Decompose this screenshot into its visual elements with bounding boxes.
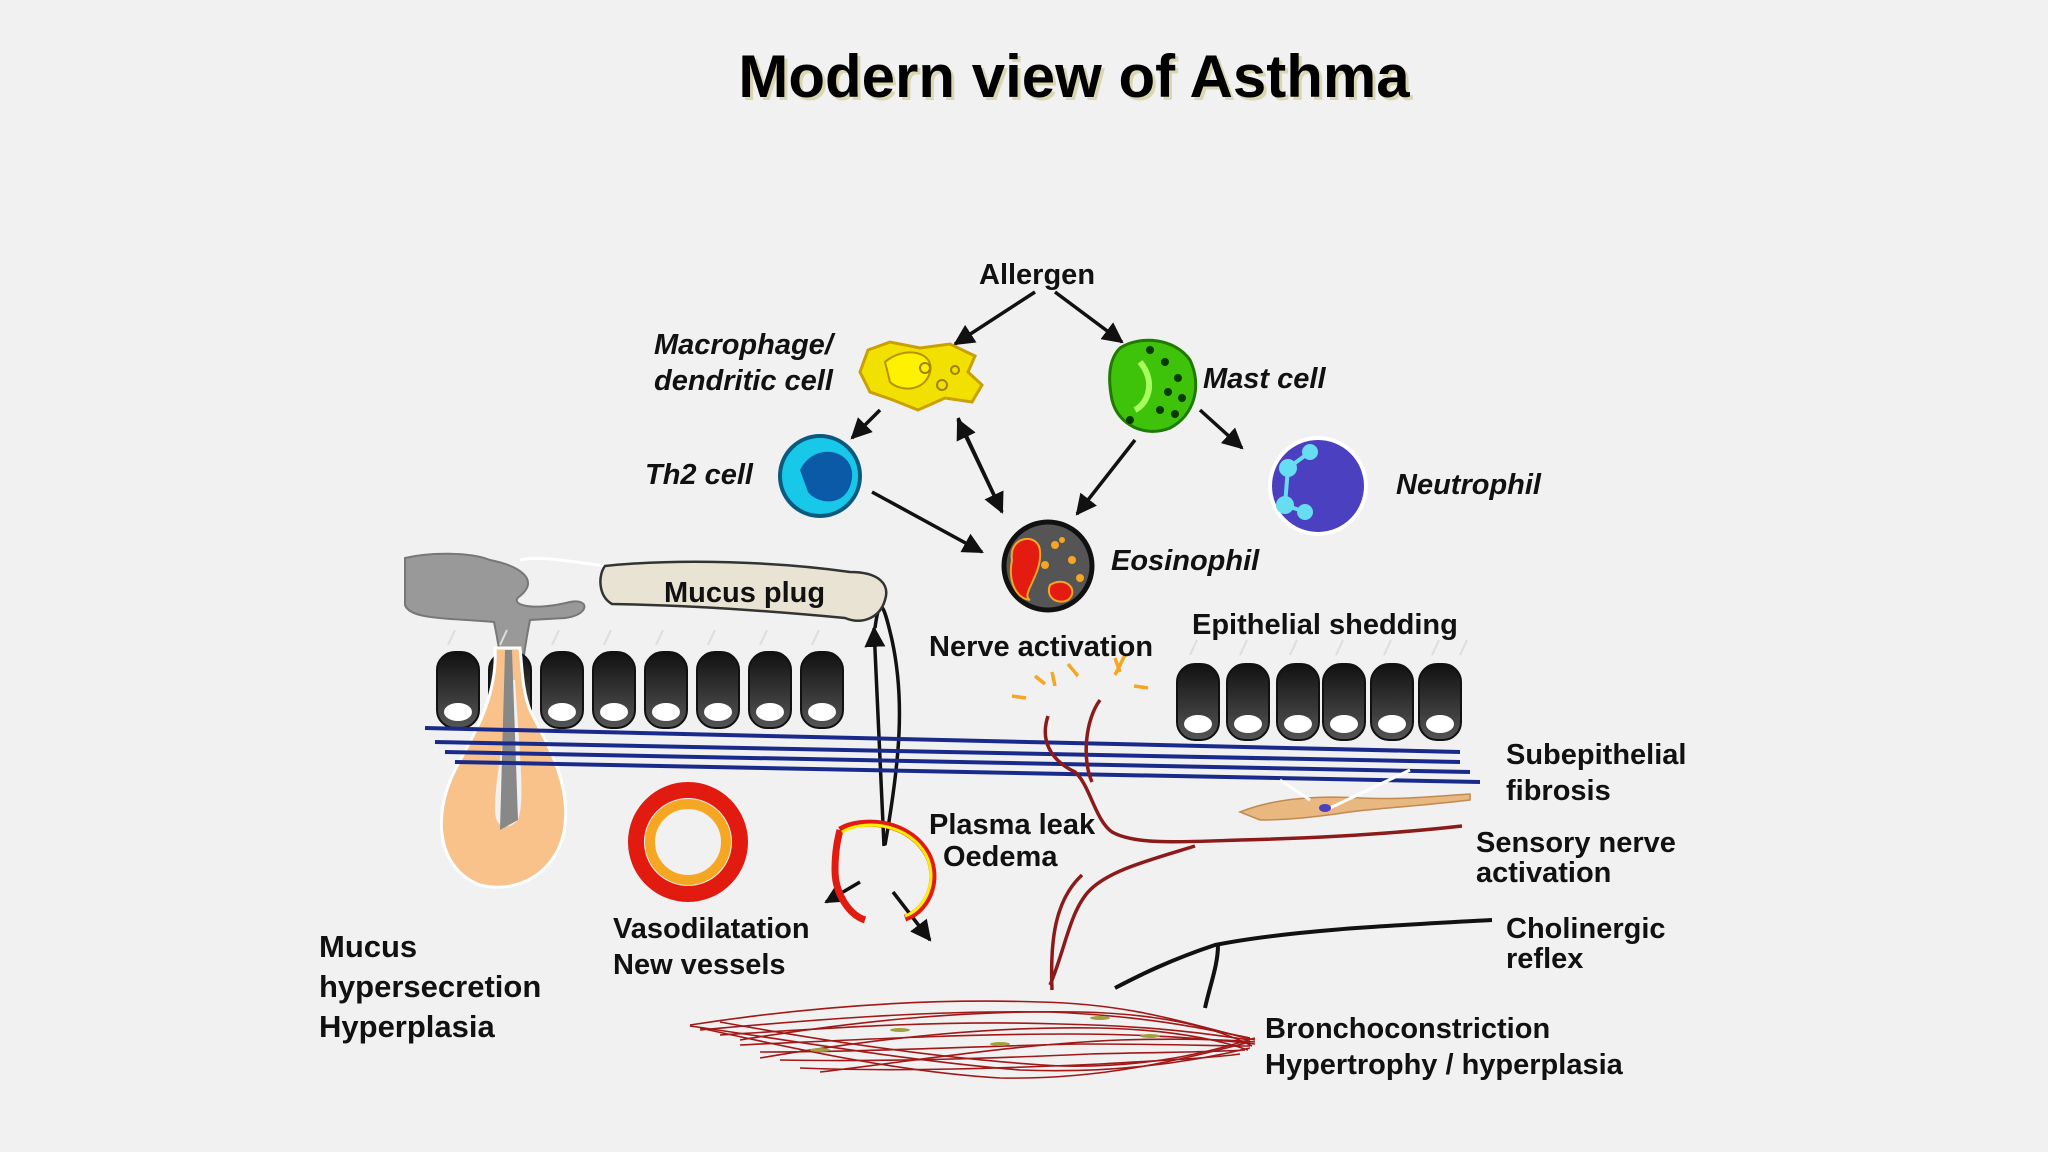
nerve-activation-label: Nerve activation [929,631,1154,663]
fibrosis-label: fibrosis [1506,775,1611,807]
th2-cell-label: Th2 cell [645,459,753,491]
subepithelial-fibrosis [424,726,1481,784]
blood-vessel [628,782,748,902]
new-vessels-label: New vessels [613,949,786,981]
mucus-plug [404,552,888,731]
epithelium-right [1176,639,1468,741]
hypertrophy-label: Hypertrophy / hyperplasia [1265,1049,1623,1081]
epithelium-left [436,629,844,729]
page-title: Modern view of Asthma [738,43,1410,110]
eosinophil-label: Eosinophil [1111,545,1260,577]
sensory-nerve [1043,698,1463,991]
hypersecretion-label: hypersecretion [319,969,542,1004]
leaky-vessel [831,819,937,924]
allergen-label: Allergen [979,259,1096,291]
sensory-activation-label: activation [1476,857,1612,889]
fibroblast [1237,768,1471,821]
dendritic-cell-label: dendritic cell [654,365,833,397]
sensory-nerve-label: Sensory nerve [1476,827,1676,859]
vasodilatation-label: Vasodilatation [613,913,810,945]
cholinergic-reflex-label: reflex [1506,943,1584,975]
plasma-leak-label: Plasma leak [929,809,1096,841]
bronchoconstriction-label: Bronchoconstriction [1265,1013,1551,1045]
macrophage-label: Macrophage/ [654,329,833,361]
oedema-label: Oedema [943,841,1058,873]
cholinergic-label: Cholinergic [1506,913,1666,945]
cholinergic-nerve [1114,918,1493,1009]
mucus-plug-label: Mucus plug [664,577,826,609]
nerve-spark-icon [1011,654,1149,700]
mast-cell [1108,338,1198,433]
mast-cell-label: Mast cell [1203,363,1326,395]
muscle-nuclei [810,1016,1160,1052]
mucus-label: Mucus [319,929,418,964]
th2-cell [778,434,862,518]
eosinophil [1001,519,1095,613]
epithelial-shedding-label: Epithelial shedding [1192,609,1458,641]
smooth-muscle [689,1000,1256,1079]
subepithelial-label: Subepithelial [1506,739,1687,771]
neutrophil-label: Neutrophil [1396,469,1541,501]
macrophage-cell [858,340,984,412]
hyperplasia-label: Hyperplasia [319,1009,495,1044]
neutrophil [1268,436,1368,536]
